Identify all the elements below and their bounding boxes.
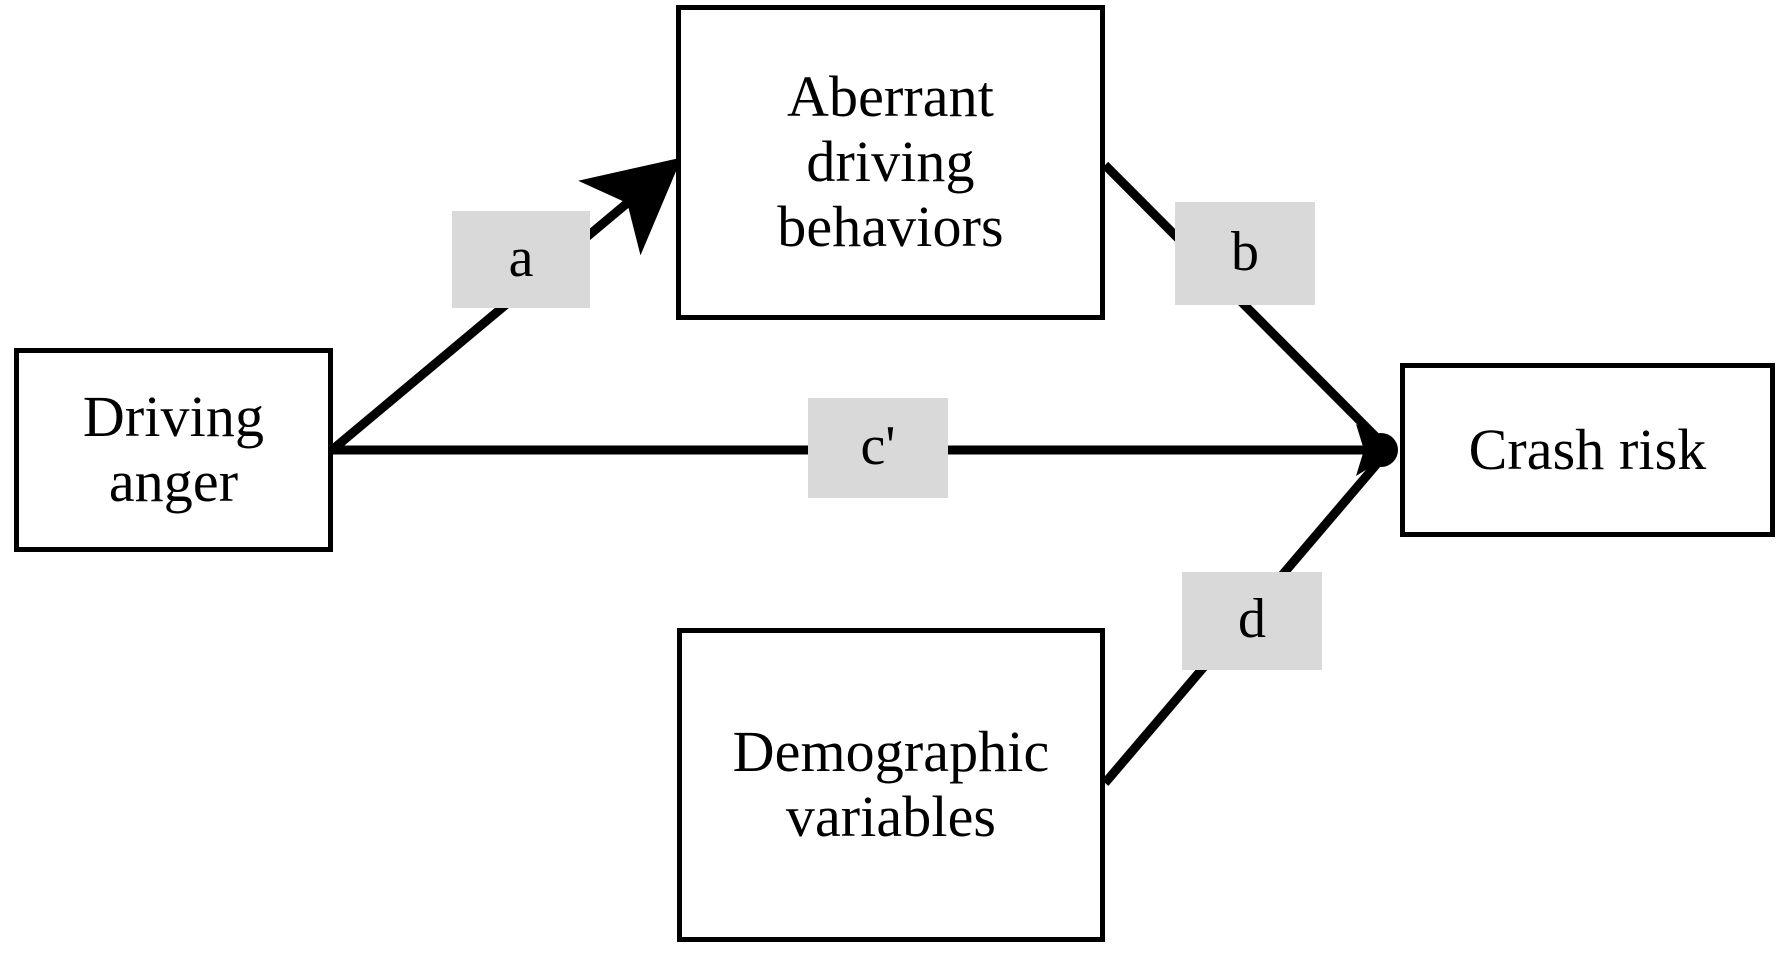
path-line-a — [329, 157, 682, 454]
path-label-c-prime: c' — [808, 398, 948, 498]
path-label-c-prime-text: c' — [860, 415, 896, 477]
path-label-d-text: d — [1238, 588, 1266, 650]
path-line-b — [1101, 161, 1391, 452]
crash-risk-arrow-junction — [1364, 433, 1398, 467]
node-crash-risk-label: Crash risk — [1468, 416, 1707, 482]
node-crash-risk: Crash risk — [1400, 363, 1775, 537]
node-driving-anger: Driving anger — [14, 348, 333, 552]
node-aberrant-driving-behaviors: Aberrant driving behaviors — [676, 5, 1105, 320]
path-label-a-text: a — [508, 226, 534, 289]
node-driving-anger-label: Driving anger — [82, 384, 265, 514]
node-demographic-variables: Demographic variables — [677, 628, 1105, 942]
path-label-a: a — [452, 211, 590, 308]
node-aberrant-driving-behaviors-label: Aberrant driving behaviors — [777, 64, 1004, 259]
path-label-b-text: b — [1231, 220, 1259, 283]
path-label-d: d — [1182, 572, 1322, 670]
node-demographic-variables-label: Demographic variables — [732, 719, 1050, 849]
path-label-b: b — [1175, 202, 1315, 305]
